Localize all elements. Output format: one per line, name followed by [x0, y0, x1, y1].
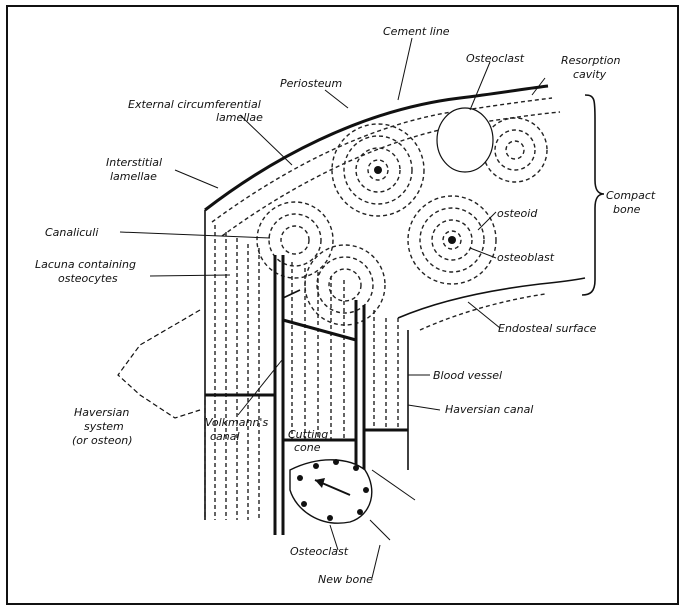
label-haversian-canal: Haversian canal — [445, 403, 533, 416]
label-cement-line: Cement line — [383, 25, 450, 38]
label-interstitial-lamellae: lamellae — [110, 170, 157, 183]
osteon-right-top — [483, 118, 547, 182]
label-osteoclast-bottom: Osteoclast — [290, 545, 349, 558]
resorption-cavity-shape — [437, 108, 493, 172]
label-osteoid: osteoid — [497, 207, 538, 220]
osteon-center — [305, 245, 385, 325]
label-new-bone: New bone — [318, 573, 373, 586]
label-volkmanns: Volkmann's — [205, 416, 268, 429]
label-blood-vessel: Blood vessel — [433, 369, 502, 382]
label-compact: Compact — [606, 189, 656, 202]
endosteal-outline — [398, 278, 585, 318]
label-cone: cone — [294, 441, 321, 454]
label-external-circumferential: External circumferential — [128, 98, 261, 111]
cutting-cone — [290, 459, 415, 540]
osteon-left — [257, 202, 333, 278]
osteon-top — [332, 124, 424, 216]
haversian-system-brace — [118, 310, 200, 418]
compact-bone-brace — [582, 95, 604, 295]
label-interstitial: Interstitial — [106, 156, 162, 169]
label-bone: bone — [613, 203, 641, 216]
label-haversian-system: Haversian — [74, 406, 129, 419]
label-external-lamellae: lamellae — [216, 111, 263, 124]
label-lacuna-containing: Lacuna containing — [35, 258, 136, 271]
osteon-right — [408, 196, 496, 284]
label-periosteum: Periosteum — [280, 77, 342, 90]
label-resorption-cavity-1: Resorption — [561, 54, 620, 67]
label-osteoblast: osteoblast — [497, 251, 555, 264]
label-endosteal-surface: Endosteal surface — [498, 322, 597, 335]
label-cutting: Cutting — [288, 428, 328, 441]
label-canaliculi: Canaliculi — [45, 226, 98, 239]
label-canal: canal — [210, 430, 240, 443]
label-osteocytes: osteocytes — [58, 272, 118, 285]
label-system: system — [84, 420, 124, 433]
label-osteoclast-top: Osteoclast — [466, 52, 525, 65]
label-resorption-cavity-2: cavity — [573, 68, 607, 81]
label-or-osteon: (or osteon) — [72, 434, 133, 447]
